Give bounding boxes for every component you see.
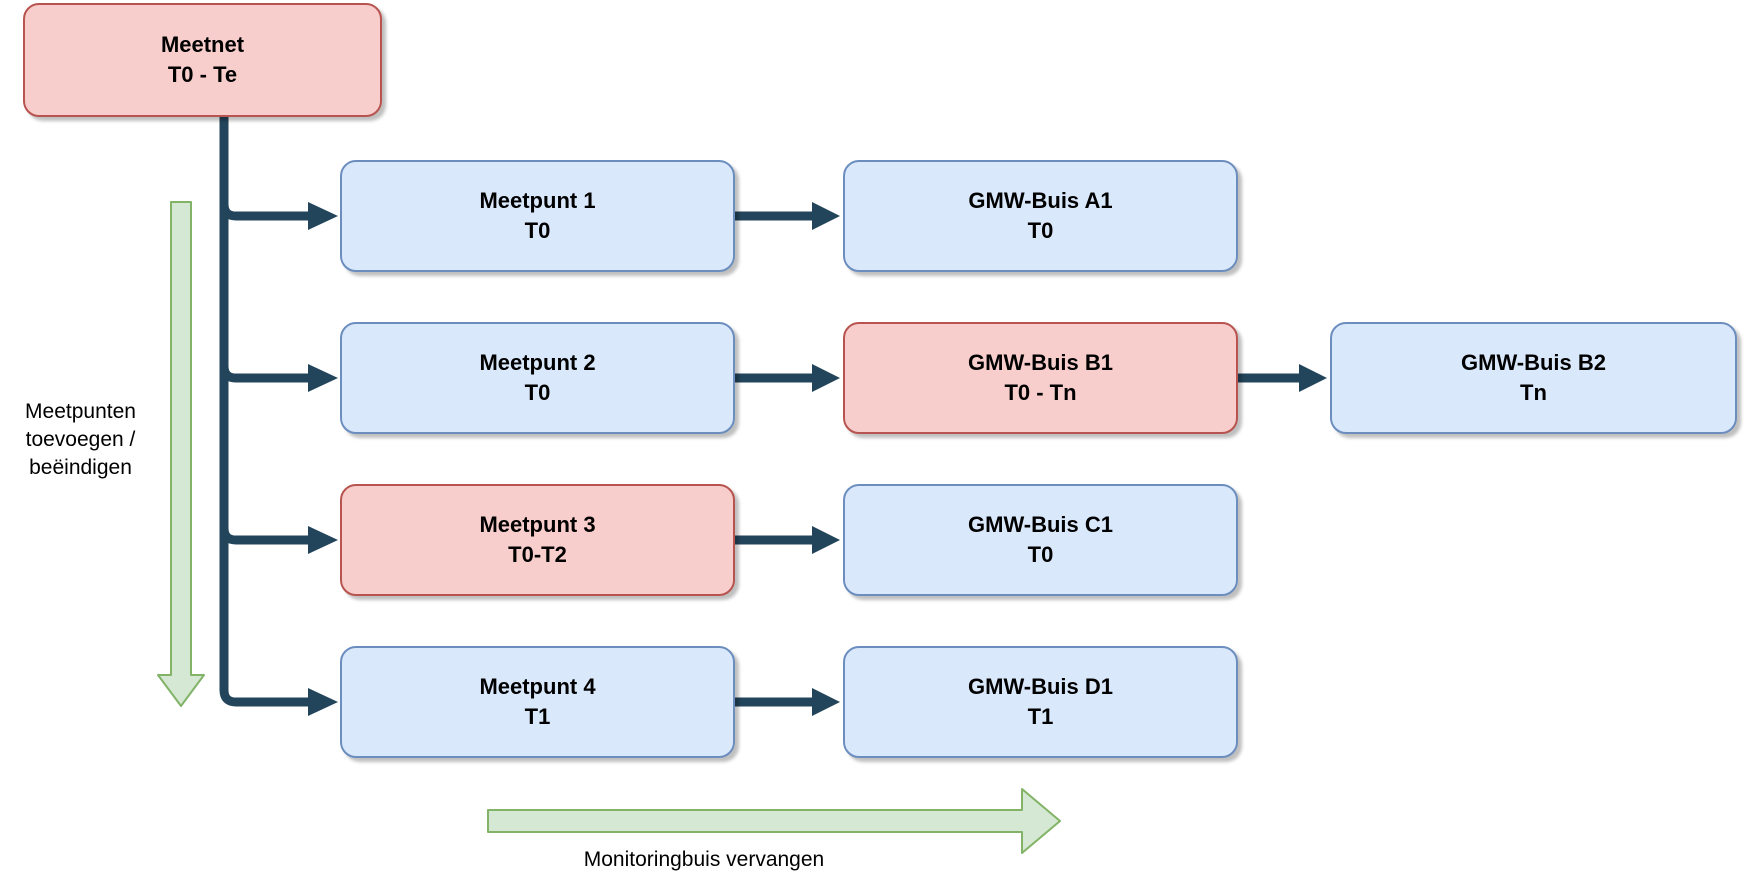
- left-arrow-label: Meetpunten toevoegen / beëindigen: [25, 400, 136, 479]
- node-gmw-buis-c1: GMW-Buis C1 T0: [843, 484, 1238, 596]
- arrowhead-gmwb1: [812, 364, 840, 392]
- arrowhead-gmwc1: [812, 526, 840, 554]
- arrowhead-gmwa1: [812, 202, 840, 230]
- node-gmw-buis-d1: GMW-Buis D1 T1: [843, 646, 1238, 758]
- arrowhead-gmwd1: [812, 688, 840, 716]
- node-period: T0 - Te: [167, 62, 238, 87]
- node-period: T0: [1027, 542, 1054, 567]
- meetnet-branch-3: [219, 527, 308, 545]
- node-title: GMW-Buis C1: [968, 512, 1113, 537]
- node-title: Meetpunt 4: [479, 674, 596, 699]
- node-period: T0-T2: [508, 542, 567, 567]
- node-title: Meetpunt 2: [479, 350, 596, 375]
- buis-vervangen-timeline-arrow-right: [487, 788, 1061, 854]
- arrowhead-branch-1: [308, 202, 338, 230]
- node-period: T1: [1027, 704, 1054, 729]
- meetpunten-timeline-arrow-down: [157, 201, 205, 707]
- node-meetpunt-2: Meetpunt 2 T0: [340, 322, 735, 434]
- node-title: GMW-Buis D1: [968, 674, 1113, 699]
- arrowhead-branch-2: [308, 364, 338, 392]
- node-title: GMW-Buis B2: [1461, 350, 1606, 375]
- node-meetpunt-4: Meetpunt 4 T1: [340, 646, 735, 758]
- bottom-arrow-label: Monitoringbuis vervangen: [583, 848, 825, 871]
- node-meetpunt-3: Meetpunt 3 T0-T2: [340, 484, 735, 596]
- meetnet-tree-trunk: [219, 117, 308, 707]
- node-gmw-buis-b2: GMW-Buis B2 Tn: [1330, 322, 1737, 434]
- node-period: T0: [524, 380, 551, 405]
- node-title: Meetnet: [160, 32, 245, 57]
- node-gmw-buis-b1: GMW-Buis B1 T0 - Tn: [843, 322, 1238, 434]
- node-period: T1: [524, 704, 551, 729]
- node-title: GMW-Buis B1: [968, 350, 1113, 375]
- meetnet-branch-2: [219, 365, 308, 383]
- node-title: Meetpunt 3: [479, 512, 596, 537]
- node-title: GMW-Buis A1: [968, 188, 1113, 213]
- node-gmw-buis-a1: GMW-Buis A1 T0: [843, 160, 1238, 272]
- arrowhead-gmwb2: [1299, 364, 1327, 392]
- arrowhead-branch-4: [308, 688, 338, 716]
- node-meetpunt-1: Meetpunt 1 T0: [340, 160, 735, 272]
- node-period: T0 - Tn: [1004, 380, 1077, 405]
- node-title: Meetpunt 1: [479, 188, 596, 213]
- meetnet-branch-1: [219, 203, 308, 221]
- node-period: Tn: [1520, 380, 1547, 405]
- node-meetnet: Meetnet T0 - Te: [23, 3, 382, 117]
- node-period: T0: [524, 218, 551, 243]
- arrowhead-branch-3: [308, 526, 338, 554]
- node-period: T0: [1027, 218, 1054, 243]
